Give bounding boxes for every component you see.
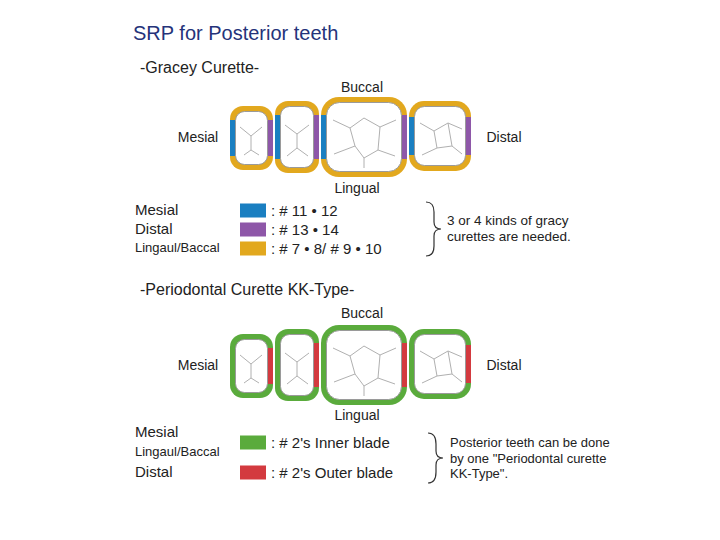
side-label: Buccal (341, 305, 383, 322)
legend-text: : # 2's Outer blade (271, 464, 393, 481)
legend-side: Distal (135, 463, 173, 481)
page-title: SRP for Posterior teeth (133, 21, 338, 45)
legend-swatch (240, 435, 266, 449)
legend-side: Lingaul/Baccal (135, 444, 220, 460)
legend-text: : # 2's Inner blade (271, 434, 390, 451)
legend-swatch (240, 203, 266, 217)
legend-swatch (240, 241, 266, 255)
legend-swatch (240, 222, 266, 236)
side-label: Distal (486, 129, 521, 146)
side-label: Lingual (334, 407, 379, 424)
note-text: Posterior teeth can be done by one "Peri… (450, 435, 625, 482)
legend-side: Lingaul/Baccal (135, 240, 220, 256)
section-heading: -Gracey Curette- (140, 58, 259, 77)
section-heading: -Periodontal Curette KK-Type- (140, 280, 354, 299)
legend-side: Distal (135, 220, 173, 238)
legend-text: : # 13 • 14 (271, 221, 339, 238)
legend-row: : # 13 • 14 (240, 221, 339, 238)
legend-row: : # 7 • 8/ # 9 • 10 (240, 240, 382, 257)
side-label: Mesial (178, 357, 218, 374)
note-text: 3 or 4 kinds of gracy curettes are neede… (447, 213, 612, 245)
side-label: Distal (486, 357, 521, 374)
side-label: Lingual (334, 180, 379, 197)
legend-row: : # 2's Inner blade (240, 434, 390, 451)
side-label: Mesial (178, 129, 218, 146)
legend-text: : # 7 • 8/ # 9 • 10 (271, 240, 382, 257)
legend-row: : # 11 • 12 (240, 202, 338, 219)
legend-side: Mesial (135, 201, 178, 219)
side-label: Buccal (341, 79, 383, 96)
legend-swatch (240, 465, 266, 479)
legend-text: : # 11 • 12 (271, 202, 338, 219)
legend-row: : # 2's Outer blade (240, 464, 393, 481)
legend-side: Mesial (135, 423, 178, 441)
